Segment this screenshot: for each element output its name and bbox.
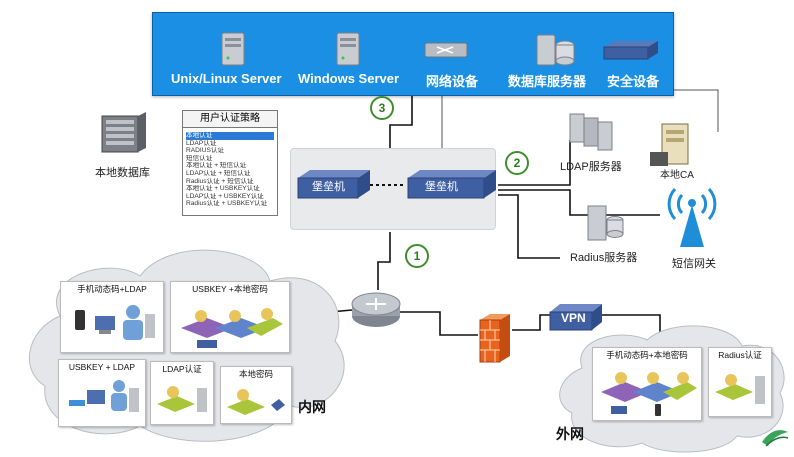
line-ldap — [498, 140, 571, 186]
user-usbkey-ldap-icon — [69, 380, 139, 412]
step-3-badge: 3 — [370, 96, 394, 120]
intranet-panel-5: 本地密码 — [220, 366, 292, 424]
bastion-left-icon — [297, 170, 370, 199]
intranet-panel-5-title: 本地密码 — [238, 369, 273, 379]
intranet-panel-3: USBKEY + LDAP — [58, 359, 146, 427]
line-servers-bastion — [389, 94, 413, 152]
auth-policy-item[interactable]: Radius认证 + USBKEY认证 — [186, 200, 268, 208]
auth-policy-item[interactable]: LDAP认证 + USBKEY认证 — [186, 192, 264, 200]
intranet-panel-2-title: USBKEY +本地密码 — [192, 284, 268, 294]
line-firewall-vpn — [512, 314, 555, 331]
auth-policy-item[interactable]: 短信认证 — [186, 154, 213, 162]
auth-policy-item[interactable]: LDAP认证 + 短信认证 — [186, 169, 251, 177]
network-device-label: 网络设备 — [426, 74, 479, 89]
sms-gateway-icon — [667, 187, 717, 247]
user-local-password-icon — [227, 389, 285, 415]
ldap-server-label: LDAP服务器 — [560, 161, 622, 173]
line-bastion-router — [377, 232, 391, 290]
windows-server-label: Windows Server — [298, 71, 400, 86]
radius-server-label: Radius服务器 — [570, 252, 638, 264]
security-device-icon — [603, 41, 658, 60]
line-router-firewall — [400, 311, 478, 336]
bastion-right-label: 堡垒机 — [425, 181, 458, 193]
bastion-left-label: 堡垒机 — [312, 181, 345, 193]
ldap-server-icon — [569, 113, 613, 151]
vpn-label: VPN — [561, 311, 586, 325]
auth-policy-item[interactable]: LDAP认证 — [186, 139, 217, 147]
extranet-panel-1-title: 手机动态码+本地密码 — [606, 350, 688, 360]
auth-policy-item[interactable]: 本地认证 + 短信认证 — [186, 162, 247, 170]
line-radius — [498, 194, 560, 259]
user-usbkey-local-icon — [181, 308, 283, 348]
user-ldap-icon — [157, 386, 207, 412]
database-server-icon — [536, 34, 575, 66]
bastion-link-dashed — [370, 184, 406, 186]
local-database-icon — [101, 112, 146, 153]
unix-server-icon — [221, 32, 245, 66]
unix-server-label: Unix/Linux Server — [171, 71, 282, 86]
extranet-panel-1: 手机动态码+本地密码 — [592, 347, 702, 421]
intranet-panel-1-title: 手机动态码+LDAP — [77, 284, 147, 294]
line-sms — [498, 189, 660, 216]
intranet-panel-4: LDAP认证 — [150, 361, 214, 425]
auth-policy-title: 用户认证策略 — [183, 111, 277, 128]
local-database-label: 本地数据库 — [95, 167, 150, 179]
router-icon — [351, 292, 401, 327]
auth-policy-item[interactable]: RADIUS认证 — [186, 147, 225, 155]
extranet-panel-2-title: Radius认证 — [718, 350, 762, 360]
step-2-badge: 2 — [505, 151, 529, 175]
radius-server-icon — [587, 205, 624, 241]
intranet-panel-3-title: USBKEY + LDAP — [68, 362, 136, 372]
intranet-label: 内网 — [298, 399, 326, 415]
auth-policy-item[interactable]: 本地认证 — [186, 132, 274, 140]
auth-policy-item[interactable]: Radius认证 + 短信认证 — [186, 177, 254, 185]
vpn-icon — [549, 304, 602, 331]
intranet-panel-2: USBKEY +本地密码 — [170, 281, 290, 353]
database-server-label: 数据库服务器 — [508, 74, 587, 89]
extranet-label: 外网 — [556, 426, 584, 442]
user-mobile-ldap-icon — [75, 305, 155, 340]
server-panel: Unix/Linux Server Windows Server 网络设备 数据… — [152, 12, 674, 96]
step-1-badge: 1 — [405, 244, 429, 268]
firewall-icon — [479, 314, 510, 363]
local-ca-label: 本地CA — [660, 170, 694, 181]
sms-gateway-label: 短信网关 — [672, 258, 716, 270]
user-radius-icon — [715, 374, 765, 404]
security-device-label: 安全设备 — [607, 74, 660, 89]
user-mobile-local-icon — [601, 372, 697, 416]
bastion-right-icon — [407, 170, 496, 199]
network-device-icon — [424, 42, 468, 58]
windows-server-icon — [336, 32, 360, 66]
intranet-panel-4-title: LDAP认证 — [162, 364, 202, 374]
auth-policy-item[interactable]: 本地认证 + USBKEY认证 — [186, 185, 260, 193]
logo-icon — [762, 430, 789, 447]
local-ca-icon — [650, 123, 689, 166]
intranet-panel-1: 手机动态码+LDAP — [60, 281, 164, 353]
extranet-panel-2: Radius认证 — [708, 347, 772, 417]
